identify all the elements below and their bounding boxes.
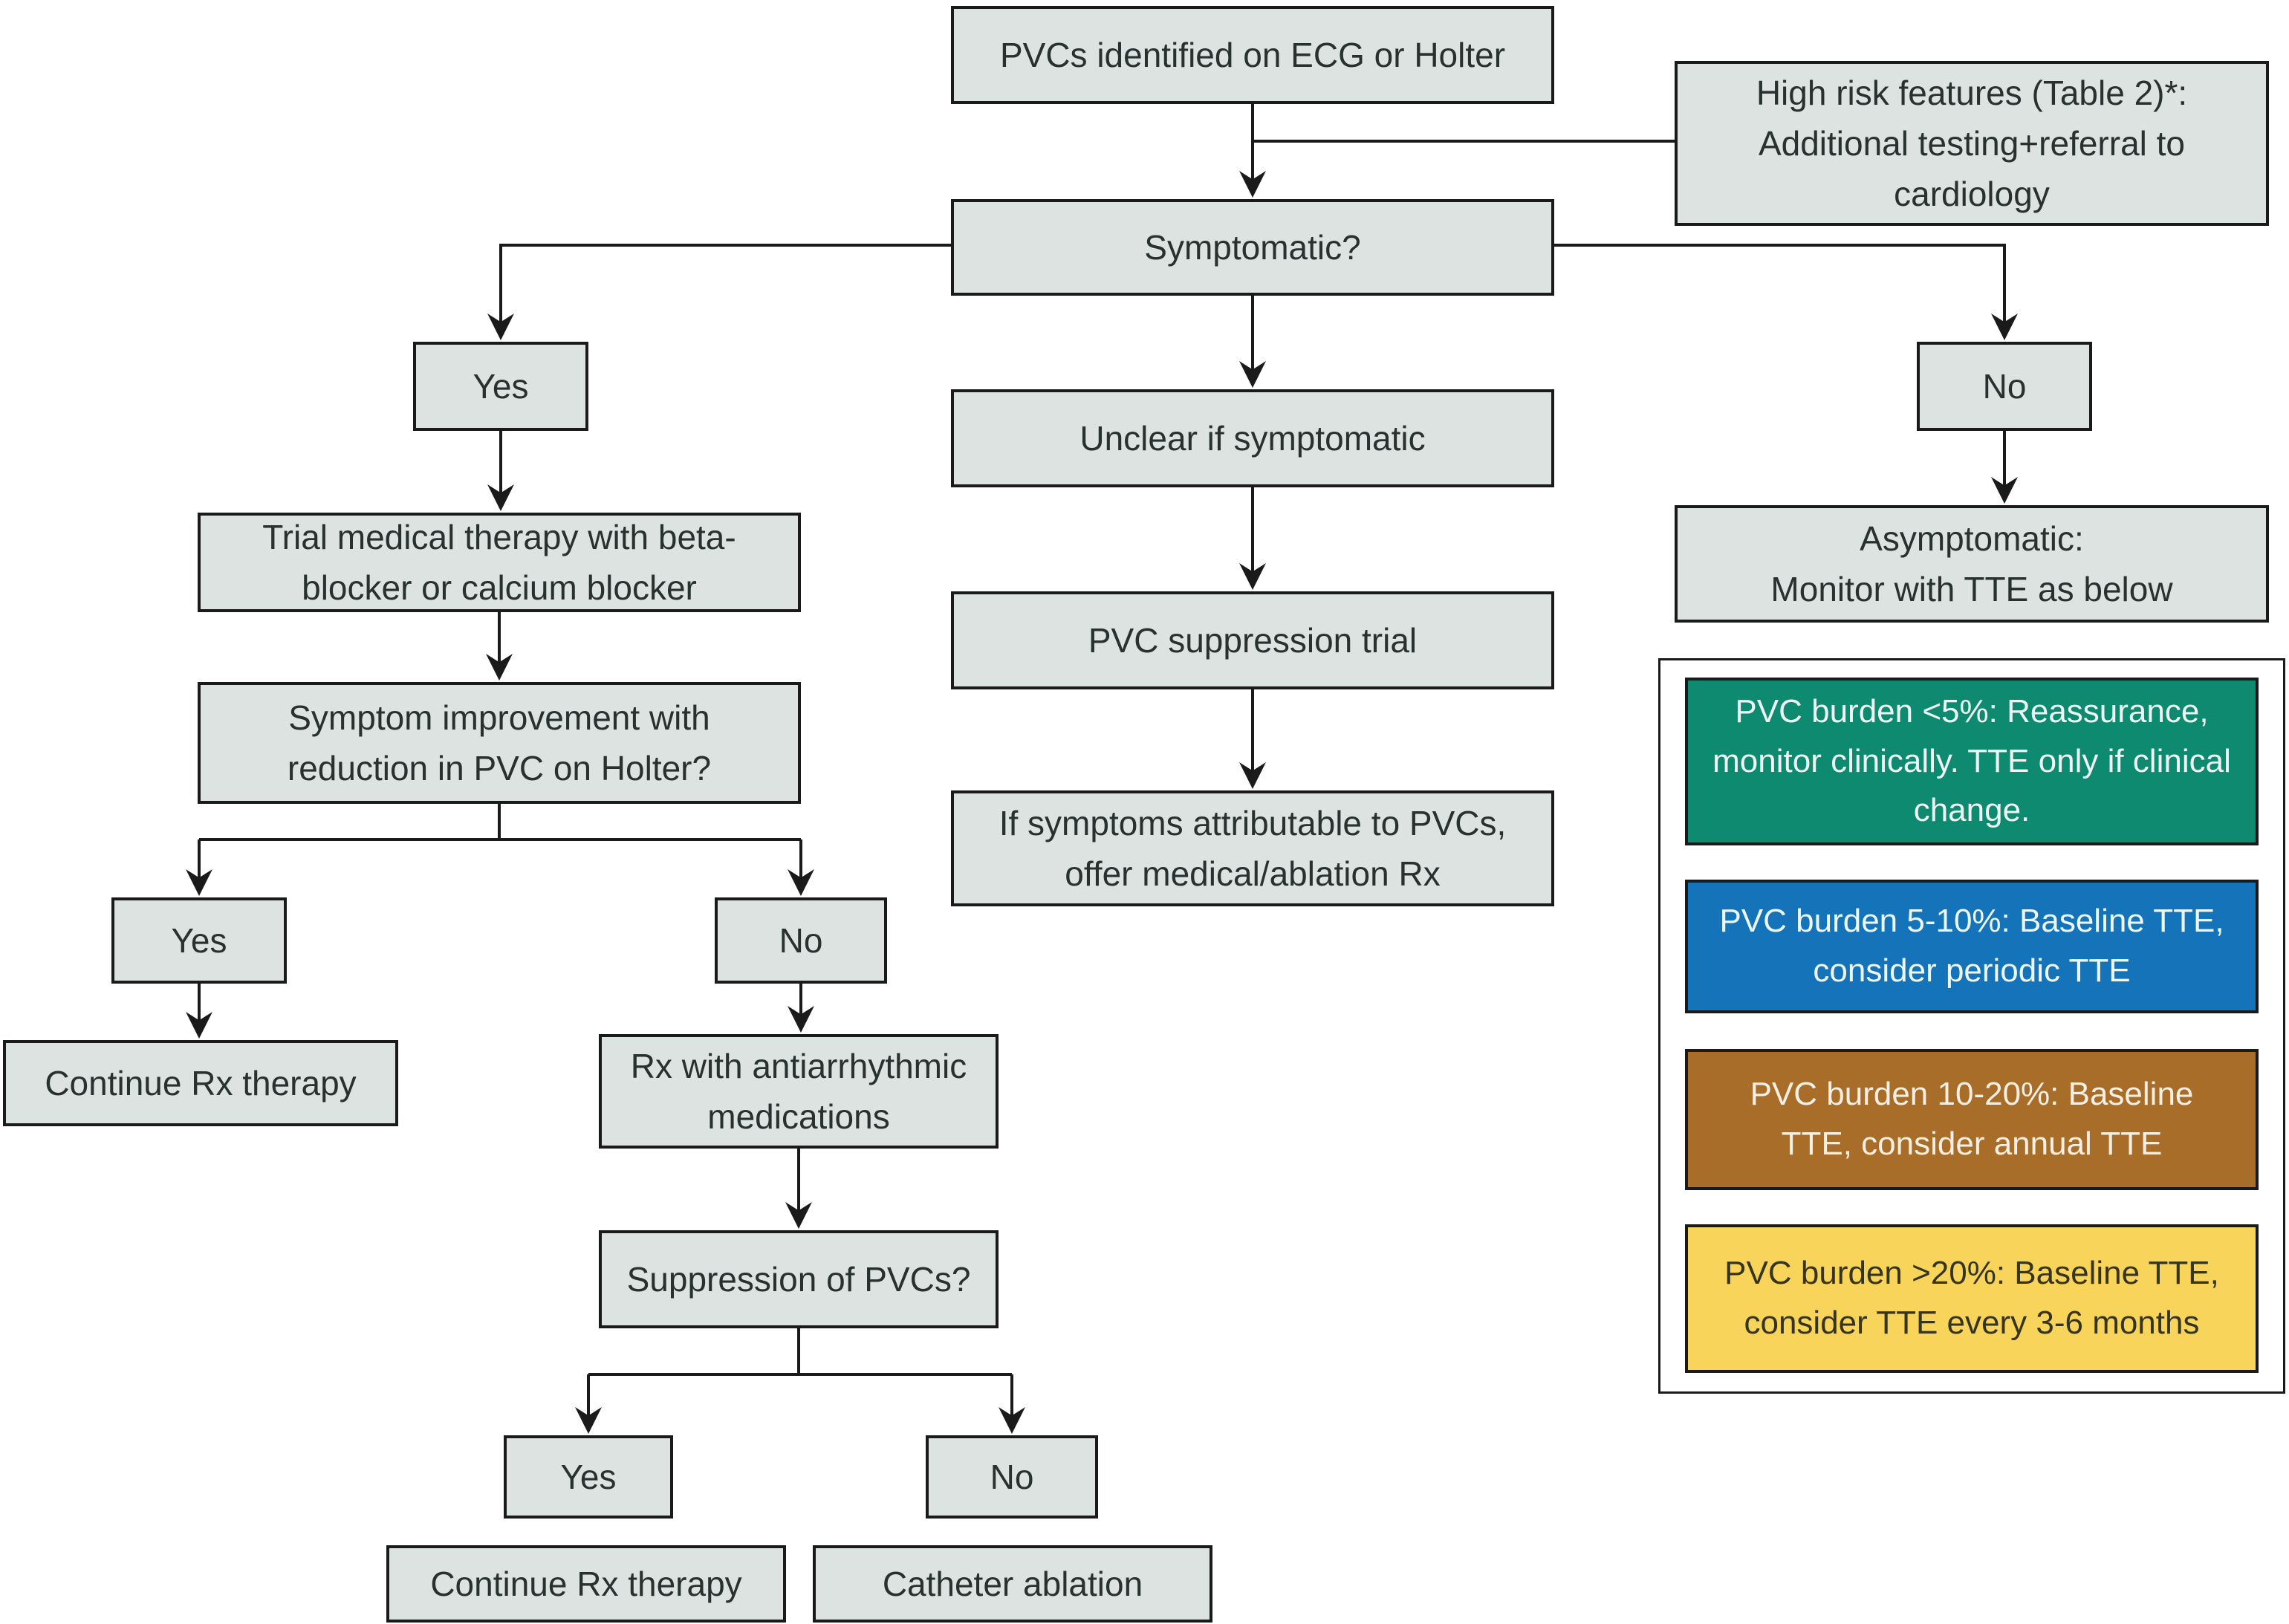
node-suppression-of-pvcs: Suppression of PVCs? bbox=[599, 1230, 999, 1328]
node-symptomatic-question: Symptomatic? bbox=[951, 199, 1554, 296]
node-pvcs-identified: PVCs identified on ECG or Holter bbox=[951, 6, 1554, 104]
node-symptom-improvement: Symptom improvement with reduction in PV… bbox=[198, 682, 801, 804]
node-asymptomatic-monitor: Asymptomatic: Monitor with TTE as below bbox=[1675, 505, 2269, 623]
node-trial-medical-therapy: Trial medical therapy with beta- blocker… bbox=[198, 513, 801, 612]
node-label: Symptom improvement with reduction in PV… bbox=[287, 698, 712, 787]
node-label: Yes bbox=[560, 1457, 617, 1496]
legend-label: PVC burden 5-10%: Baseline TTE, consider… bbox=[1719, 903, 2224, 989]
node-label: Symptomatic? bbox=[1144, 227, 1361, 267]
node-label: Asymptomatic: Monitor with TTE as below bbox=[1770, 519, 2173, 608]
connector-symptomatic-to-no bbox=[1553, 244, 2018, 340]
node-label: Yes bbox=[171, 920, 227, 960]
node-high-risk-features: High risk features (Table 2)*: Additiona… bbox=[1675, 61, 2269, 226]
legend-pvc-burden-lt5: PVC burden <5%: Reassurance, monitor cli… bbox=[1685, 678, 2259, 845]
node-unclear-if-symptomatic: Unclear if symptomatic bbox=[951, 389, 1554, 487]
node-no-suppression: No bbox=[926, 1435, 1098, 1519]
node-yes-suppression: Yes bbox=[504, 1435, 673, 1519]
node-label: PVCs identified on ECG or Holter bbox=[999, 35, 1506, 74]
node-label: No bbox=[1982, 366, 2027, 406]
legend-label: PVC burden >20%: Baseline TTE, consider … bbox=[1724, 1255, 2219, 1341]
node-pvc-suppression-trial: PVC suppression trial bbox=[951, 591, 1554, 689]
node-label: High risk features (Table 2)*: Additiona… bbox=[1756, 73, 2188, 214]
node-catheter-ablation: Catheter ablation bbox=[813, 1545, 1212, 1623]
node-label: Continue Rx therapy bbox=[430, 1564, 742, 1603]
node-label: Catheter ablation bbox=[882, 1564, 1143, 1603]
node-label: Unclear if symptomatic bbox=[1079, 418, 1426, 458]
node-label: Rx with antiarrhythmic medications bbox=[630, 1046, 967, 1136]
legend-pvc-burden-gt20: PVC burden >20%: Baseline TTE, consider … bbox=[1685, 1224, 2259, 1373]
node-continue-rx-therapy-2: Continue Rx therapy bbox=[386, 1545, 786, 1623]
node-label: If symptoms attributable to PVCs, offer … bbox=[999, 803, 1507, 893]
node-if-symptoms-attributable: If symptoms attributable to PVCs, offer … bbox=[951, 790, 1554, 906]
node-no-improvement: No bbox=[715, 897, 887, 984]
node-yes-improvement: Yes bbox=[111, 897, 287, 984]
legend-label: PVC burden 10-20%: Baseline TTE, conside… bbox=[1750, 1076, 2194, 1162]
node-label: PVC suppression trial bbox=[1088, 620, 1418, 660]
legend-pvc-burden-5-10: PVC burden 5-10%: Baseline TTE, consider… bbox=[1685, 880, 2259, 1013]
legend-label: PVC burden <5%: Reassurance, monitor cli… bbox=[1712, 692, 2231, 829]
node-label: Trial medical therapy with beta- blocker… bbox=[262, 517, 736, 607]
node-label: No bbox=[779, 920, 823, 960]
node-no-symptomatic: No bbox=[1917, 342, 2092, 431]
legend-pvc-burden-10-20: PVC burden 10-20%: Baseline TTE, conside… bbox=[1685, 1049, 2259, 1190]
node-label: No bbox=[990, 1457, 1034, 1496]
node-rx-antiarrhythmic: Rx with antiarrhythmic medications bbox=[599, 1034, 999, 1149]
node-label: Yes bbox=[473, 366, 529, 406]
node-label: Continue Rx therapy bbox=[45, 1063, 357, 1102]
node-yes-symptomatic: Yes bbox=[413, 342, 588, 431]
node-continue-rx-therapy-1: Continue Rx therapy bbox=[3, 1040, 398, 1126]
node-label: Suppression of PVCs? bbox=[626, 1259, 971, 1299]
connector-symptomatic-to-yes bbox=[487, 244, 952, 340]
